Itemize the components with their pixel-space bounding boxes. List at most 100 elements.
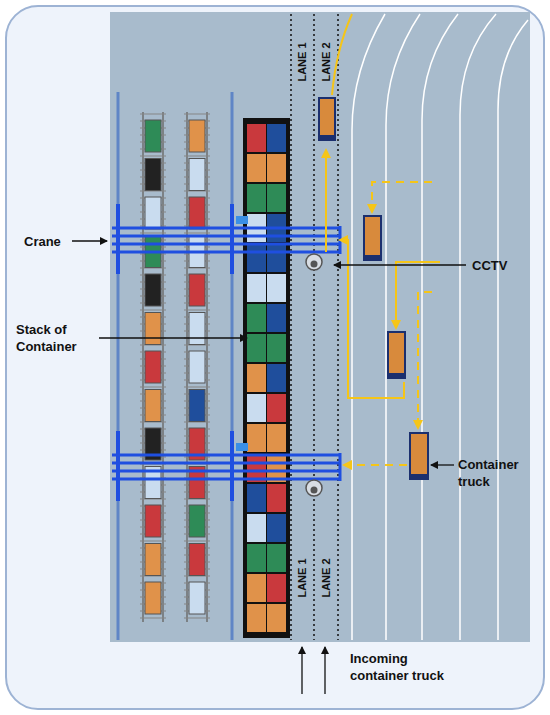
rail-container (189, 390, 205, 422)
container-truck (319, 98, 428, 479)
lane-line (291, 14, 338, 640)
road-marking (386, 14, 420, 640)
rail-container (189, 505, 205, 537)
rail-tie (184, 618, 210, 619)
crane-rail (231, 92, 234, 640)
crane-leg (116, 204, 120, 274)
crane-beam (112, 227, 340, 230)
road-marking (498, 20, 528, 640)
rail-tie (140, 618, 166, 619)
truck-cab (410, 474, 428, 479)
crane-beam (112, 251, 340, 254)
crane-trolley (236, 216, 248, 224)
crane-beam (112, 478, 340, 481)
rail-container (145, 505, 161, 537)
crane-rail (118, 92, 232, 640)
leader-arrow (324, 647, 325, 694)
lane-label: LANE 1 (296, 42, 308, 81)
rail-container (145, 582, 161, 614)
stack-container (267, 364, 286, 392)
rail-tie (140, 541, 166, 542)
stack-container (267, 304, 286, 332)
terminal-ground (110, 12, 530, 642)
rail-tie (184, 114, 210, 115)
rail (142, 112, 144, 622)
road-marking (422, 14, 458, 640)
lane-label: LANE 1 (296, 558, 308, 597)
stack-container (247, 184, 266, 212)
road-marking (352, 14, 528, 640)
cctv-camera (306, 254, 322, 270)
crane-leg (230, 431, 234, 501)
stack-container (267, 244, 286, 272)
rail-tie (184, 387, 210, 388)
stack-container (267, 154, 286, 182)
rail-container (189, 274, 205, 306)
truck-body (410, 433, 428, 479)
road-marking (460, 14, 496, 640)
rail-tie (184, 156, 210, 157)
stack-container (247, 124, 286, 632)
crane-beam (112, 462, 340, 465)
rail-container (145, 159, 161, 191)
truck-route (332, 14, 352, 95)
rail-container (145, 351, 161, 383)
stack-container (247, 424, 266, 452)
rail-container (189, 197, 205, 229)
crane-trolley (236, 443, 248, 451)
stack-container (267, 184, 286, 212)
callout-label: Container truck (458, 456, 538, 490)
truck-cab (388, 373, 405, 378)
outer-frame (6, 6, 544, 709)
rail-tie (140, 156, 166, 157)
crane (112, 204, 340, 501)
stack-container (247, 124, 266, 152)
lane-label: LANE 2 (320, 558, 332, 597)
leader-arrow (72, 241, 466, 694)
lane-line (290, 14, 292, 640)
cctv-camera (311, 487, 318, 494)
callout-label: Stack of Container (16, 321, 96, 355)
rail-container (189, 313, 205, 345)
rail-container (145, 390, 161, 422)
stack-container (247, 244, 266, 272)
stack-container (247, 574, 266, 602)
crane-end (339, 453, 342, 481)
rail-container (189, 159, 205, 191)
rail-container (145, 544, 161, 576)
cctv-camera (306, 254, 322, 496)
rail-container (189, 544, 205, 576)
stack-container (267, 574, 286, 602)
cctv-camera (306, 480, 322, 496)
crane-beam (112, 243, 340, 246)
rail-track (140, 112, 210, 622)
truck-route (344, 464, 407, 466)
leader-arrow (301, 647, 302, 694)
cctv-camera (311, 261, 318, 268)
truck-cab (364, 255, 381, 260)
stack-container (267, 514, 286, 542)
crane-leg (116, 431, 120, 501)
stack-container (247, 484, 266, 512)
rail (186, 112, 188, 622)
truck-route (326, 14, 440, 465)
truck-route (325, 150, 327, 252)
rail-tie (140, 233, 166, 234)
road-marking (352, 14, 385, 640)
callout-label: Incoming container truck (350, 650, 468, 684)
stack-container (267, 544, 286, 572)
stack-container (267, 484, 286, 512)
stack-container (267, 424, 286, 452)
stack-container (247, 544, 266, 572)
rail-tie (184, 233, 210, 234)
container-stack (243, 118, 290, 638)
leader-arrow (72, 240, 107, 241)
truck-cab (319, 135, 335, 140)
rail-container (145, 197, 161, 229)
leader-arrow (431, 464, 454, 465)
rail-container (189, 120, 205, 152)
rail-container (145, 120, 161, 152)
stack-container (247, 364, 266, 392)
